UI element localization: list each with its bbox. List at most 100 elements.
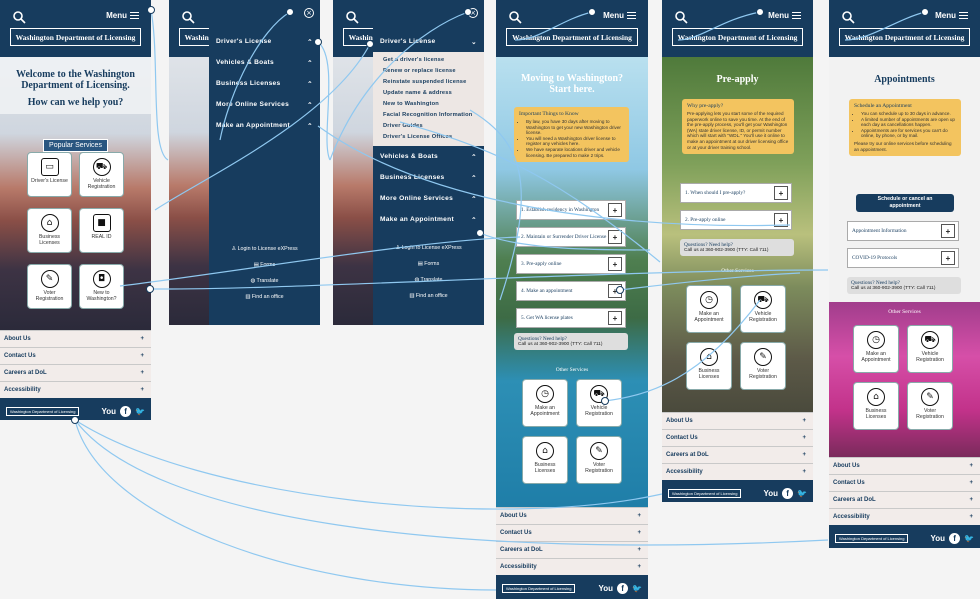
- tile-ballot-box[interactable]: ✎Voter Registration: [907, 382, 953, 430]
- expand-icon[interactable]: +: [608, 311, 622, 325]
- tile-storefront[interactable]: ⌂Business Licenses: [27, 208, 72, 253]
- submenu-item[interactable]: Get a driver's license: [383, 57, 445, 63]
- nav-item-driver-s-license[interactable]: Driver's License⌃: [209, 31, 320, 52]
- search-icon[interactable]: [181, 10, 195, 24]
- tile-car[interactable]: ⛟Vehicle Registration: [576, 379, 622, 427]
- footer-link-accessibility[interactable]: Accessibility+: [0, 381, 151, 398]
- menu-button[interactable]: Menu: [768, 11, 801, 20]
- footer-link-about-us[interactable]: About Us+: [662, 412, 813, 429]
- youtube-icon[interactable]: You: [930, 533, 946, 543]
- footer-logo[interactable]: Washington Department of Licensing: [502, 583, 576, 593]
- facebook-icon[interactable]: f: [120, 405, 132, 417]
- schedule-appointment-button[interactable]: Schedule or cancel an appointment: [856, 194, 954, 212]
- tile-real-id[interactable]: ■REAL ID: [79, 208, 124, 253]
- submenu-item[interactable]: Driver Guides: [383, 123, 423, 129]
- submenu-item[interactable]: Driver's License Offices: [383, 134, 453, 140]
- help-phone[interactable]: Call us at 360-902-3900 (TTY: Call 711): [684, 248, 769, 253]
- tile-car[interactable]: ⛟Vehicle Registration: [907, 325, 953, 373]
- facebook-icon[interactable]: f: [617, 582, 629, 594]
- tile-clock[interactable]: ◷Make an Appointment: [522, 379, 568, 427]
- nav-item-make-an-appointment[interactable]: Make an Appointment⌃: [373, 209, 484, 230]
- facebook-icon[interactable]: f: [782, 487, 794, 499]
- expand-icon[interactable]: +: [608, 257, 622, 271]
- step-surrender-license[interactable]: 2. Maintain or Surrender Driver License+: [516, 227, 626, 247]
- nav-item-more-online-services[interactable]: More Online Services⌃: [373, 188, 484, 209]
- footer-link-accessibility[interactable]: Accessibility+: [829, 508, 980, 525]
- nav-item-vehicles-boats[interactable]: Vehicles & Boats⌃: [209, 52, 320, 73]
- tile-suitcase[interactable]: ◘New to Washington?: [79, 264, 124, 309]
- nav-link-login-to-license-express[interactable]: ♙ Login to License eXPress: [373, 240, 484, 256]
- menu-button[interactable]: Menu: [935, 11, 968, 20]
- nav-link-forms[interactable]: ▤ Forms: [209, 257, 320, 273]
- submenu-item[interactable]: Facial Recognition Information: [383, 112, 473, 118]
- tile-ballot-box[interactable]: ✎Voter Registration: [576, 436, 622, 484]
- step-make-appointment[interactable]: 4. Make an appointment+: [516, 281, 626, 301]
- footer-link-accessibility[interactable]: Accessibility+: [496, 558, 648, 575]
- step-license-plates[interactable]: 5. Get WA license plates+: [516, 308, 626, 328]
- step-when-pre-apply[interactable]: 1. When should I pre-apply?+: [680, 183, 792, 203]
- site-logo[interactable]: Washington Department of Licensing: [506, 28, 638, 46]
- nav-item-business-licenses[interactable]: Business Licenses⌃: [373, 167, 484, 188]
- close-icon[interactable]: ×: [304, 8, 314, 18]
- tile-clock[interactable]: ◷Make an Appointment: [686, 285, 732, 333]
- footer-link-contact-us[interactable]: Contact Us+: [496, 524, 648, 541]
- search-icon[interactable]: [12, 10, 26, 24]
- help-phone[interactable]: Call us at 360-902-3900 (TTY: Call 711): [518, 342, 603, 347]
- expand-icon[interactable]: +: [774, 186, 788, 200]
- step-establish-residency[interactable]: 1. Establish residency in Washington+: [516, 200, 626, 220]
- footer-link-contact-us[interactable]: Contact Us+: [829, 474, 980, 491]
- twitter-icon[interactable]: 🐦: [797, 488, 807, 498]
- footer-link-about-us[interactable]: About Us+: [0, 330, 151, 347]
- expand-icon[interactable]: +: [608, 203, 622, 217]
- help-phone[interactable]: Call us at 360-902-3900 (TTY: Call 711): [851, 286, 936, 291]
- expand-icon[interactable]: +: [774, 213, 788, 227]
- footer-logo[interactable]: Washington Department of Licensing: [835, 533, 909, 543]
- covid-protocols[interactable]: COVID-19 Protocols+: [847, 248, 959, 268]
- footer-link-careers-at-dol[interactable]: Careers at DoL+: [829, 491, 980, 508]
- twitter-icon[interactable]: 🐦: [632, 583, 642, 593]
- nav-link-translate[interactable]: ◍ Translate: [209, 273, 320, 289]
- tile-car[interactable]: ⛟Vehicle Registration: [79, 152, 124, 197]
- footer-link-contact-us[interactable]: Contact Us+: [662, 429, 813, 446]
- youtube-icon[interactable]: You: [763, 488, 779, 498]
- footer-logo[interactable]: Washington Department of Licensing: [6, 406, 80, 416]
- search-icon[interactable]: [841, 10, 855, 24]
- nav-item-make-an-appointment[interactable]: Make an Appointment⌃: [209, 115, 320, 136]
- nav-item-driver-s-license[interactable]: Driver's License⌄: [373, 31, 484, 52]
- appointment-information[interactable]: Appointment Information+: [847, 221, 959, 241]
- twitter-icon[interactable]: 🐦: [964, 533, 974, 543]
- nav-link-find-an-office[interactable]: ▥ Find an office: [373, 288, 484, 304]
- expand-icon[interactable]: +: [941, 251, 955, 265]
- nav-link-forms[interactable]: ▤ Forms: [373, 256, 484, 272]
- tile-storefront[interactable]: ⌂Business Licenses: [686, 342, 732, 390]
- nav-item-vehicles-boats[interactable]: Vehicles & Boats⌃: [373, 146, 484, 167]
- step-pre-apply-online[interactable]: 2. Pre-apply online+: [680, 210, 792, 230]
- search-icon[interactable]: [508, 10, 522, 24]
- footer-link-about-us[interactable]: About Us+: [496, 507, 648, 524]
- nav-item-business-licenses[interactable]: Business Licenses⌃: [209, 73, 320, 94]
- facebook-icon[interactable]: f: [949, 532, 961, 544]
- twitter-icon[interactable]: 🐦: [135, 406, 145, 416]
- site-logo[interactable]: Washington Department of Licensing: [10, 28, 141, 46]
- submenu-item[interactable]: Reinstate suspended license: [383, 79, 467, 85]
- tile-ballot-box[interactable]: ✎Voter Registration: [740, 342, 786, 390]
- submenu-item[interactable]: New to Washington: [383, 101, 439, 107]
- search-icon[interactable]: [674, 10, 688, 24]
- footer-link-accessibility[interactable]: Accessibility+: [662, 463, 813, 480]
- site-logo[interactable]: Washington Department of Licensing: [672, 28, 803, 46]
- tile-clock[interactable]: ◷Make an Appointment: [853, 325, 899, 373]
- step-pre-apply[interactable]: 3. Pre-apply online+: [516, 254, 626, 274]
- youtube-icon[interactable]: You: [598, 583, 614, 593]
- menu-button[interactable]: Menu: [106, 11, 139, 20]
- tile-id-card[interactable]: ▭Driver's License: [27, 152, 72, 197]
- tile-ballot-box[interactable]: ✎Voter Registration: [27, 264, 72, 309]
- expand-icon[interactable]: +: [941, 224, 955, 238]
- footer-logo[interactable]: Washington Department of Licensing: [668, 488, 742, 498]
- search-icon[interactable]: [345, 10, 359, 24]
- submenu-item[interactable]: Renew or replace license: [383, 68, 456, 74]
- footer-link-careers-at-dol[interactable]: Careers at DoL+: [496, 541, 648, 558]
- menu-button[interactable]: Menu: [603, 11, 636, 20]
- site-logo[interactable]: Washington Department of Licensing: [839, 28, 970, 46]
- close-icon[interactable]: ×: [468, 8, 478, 18]
- nav-link-find-an-office[interactable]: ▥ Find an office: [209, 289, 320, 305]
